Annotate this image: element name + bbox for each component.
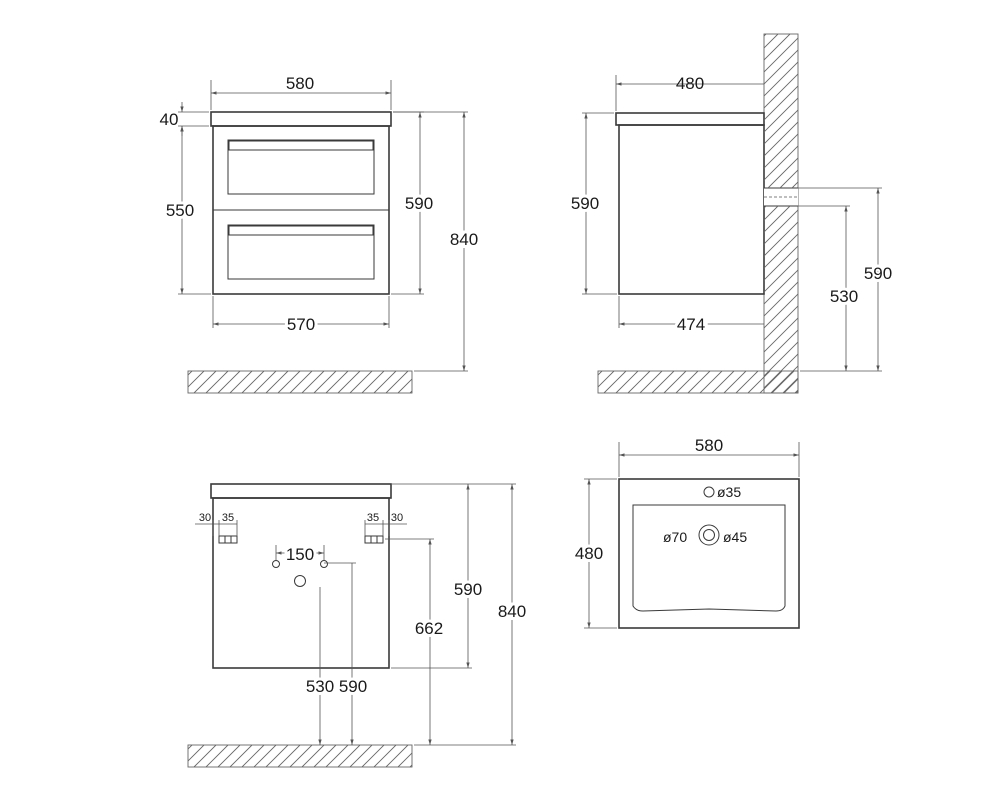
drain-hole-outer: [698, 524, 720, 546]
dim-depth: 480: [676, 74, 704, 93]
tap-hole: [703, 486, 715, 498]
drain-hole-inner: [703, 529, 715, 541]
dim-rear-inlet-height: 590: [339, 677, 367, 696]
drawer-top: [227, 139, 375, 195]
side-view: 480 590 474 530 590: [568, 33, 895, 394]
floor-hatch-side: [597, 370, 799, 394]
top-view: ø35 ø70 ø45 580 480: [572, 436, 800, 629]
dim-top-view-depth: 480: [575, 544, 603, 563]
hatch-lines: [188, 34, 798, 767]
basin-bowl: [632, 504, 786, 612]
rear-view: 30 35 35 30 150 530 590 590 662: [187, 483, 529, 768]
hatch-pattern: [764, 206, 798, 393]
label-drain-hole: ø70: [663, 529, 687, 545]
drain-outlet: [294, 575, 306, 587]
dim-drain-height: 530: [830, 287, 858, 306]
dim-pipe-height: 590: [864, 264, 892, 283]
hatch-pattern: [188, 371, 412, 393]
label-overflow-hole: ø45: [723, 529, 747, 545]
dim-side-cabinet-height: 590: [571, 194, 599, 213]
dim-top-thickness: 40: [160, 110, 179, 129]
dim-right-hook-offset: 30: [391, 512, 403, 524]
hatch-pattern: [764, 34, 798, 188]
dim-body-depth: 474: [677, 315, 705, 334]
dim-left-hook-width: 35: [222, 512, 234, 524]
drawer-bottom: [227, 224, 375, 280]
dim-body-width: 570: [287, 315, 315, 334]
dim-hook-height: 662: [415, 619, 443, 638]
cabinet-body-rear: [212, 497, 390, 669]
dim-top-width: 580: [286, 74, 314, 93]
hatch-pattern: [188, 745, 412, 767]
water-inlet-left: [272, 560, 280, 568]
wall-pipe: [764, 187, 798, 207]
hatch-pattern: [598, 371, 798, 393]
cabinet-body-side: [618, 124, 765, 295]
basin-outline: [618, 478, 800, 629]
dim-right-hook-width: 35: [367, 512, 379, 524]
dim-left-hook-offset: 30: [199, 512, 211, 524]
dim-total-height: 840: [450, 230, 478, 249]
countertop-rear: [210, 483, 392, 499]
dim-top-view-width: 580: [695, 436, 723, 455]
dim-body-height: 550: [166, 201, 194, 220]
dim-rear-drain-height: 530: [306, 677, 334, 696]
dim-cabinet-height: 590: [405, 194, 433, 213]
countertop-side: [615, 112, 765, 126]
front-view: 580 40 550 590 840 570: [160, 74, 481, 394]
hanging-bracket-left: [218, 535, 238, 544]
wall-hatch: [763, 33, 799, 394]
water-inlet-right: [320, 560, 328, 568]
label-tap-hole: ø35: [717, 484, 741, 500]
dim-rear-cabinet-height: 590: [454, 580, 482, 599]
hanging-bracket-right: [364, 535, 384, 544]
dim-rear-total-height: 840: [498, 602, 526, 621]
countertop-front: [210, 111, 392, 127]
dim-inlet-spacing: 150: [286, 545, 314, 564]
